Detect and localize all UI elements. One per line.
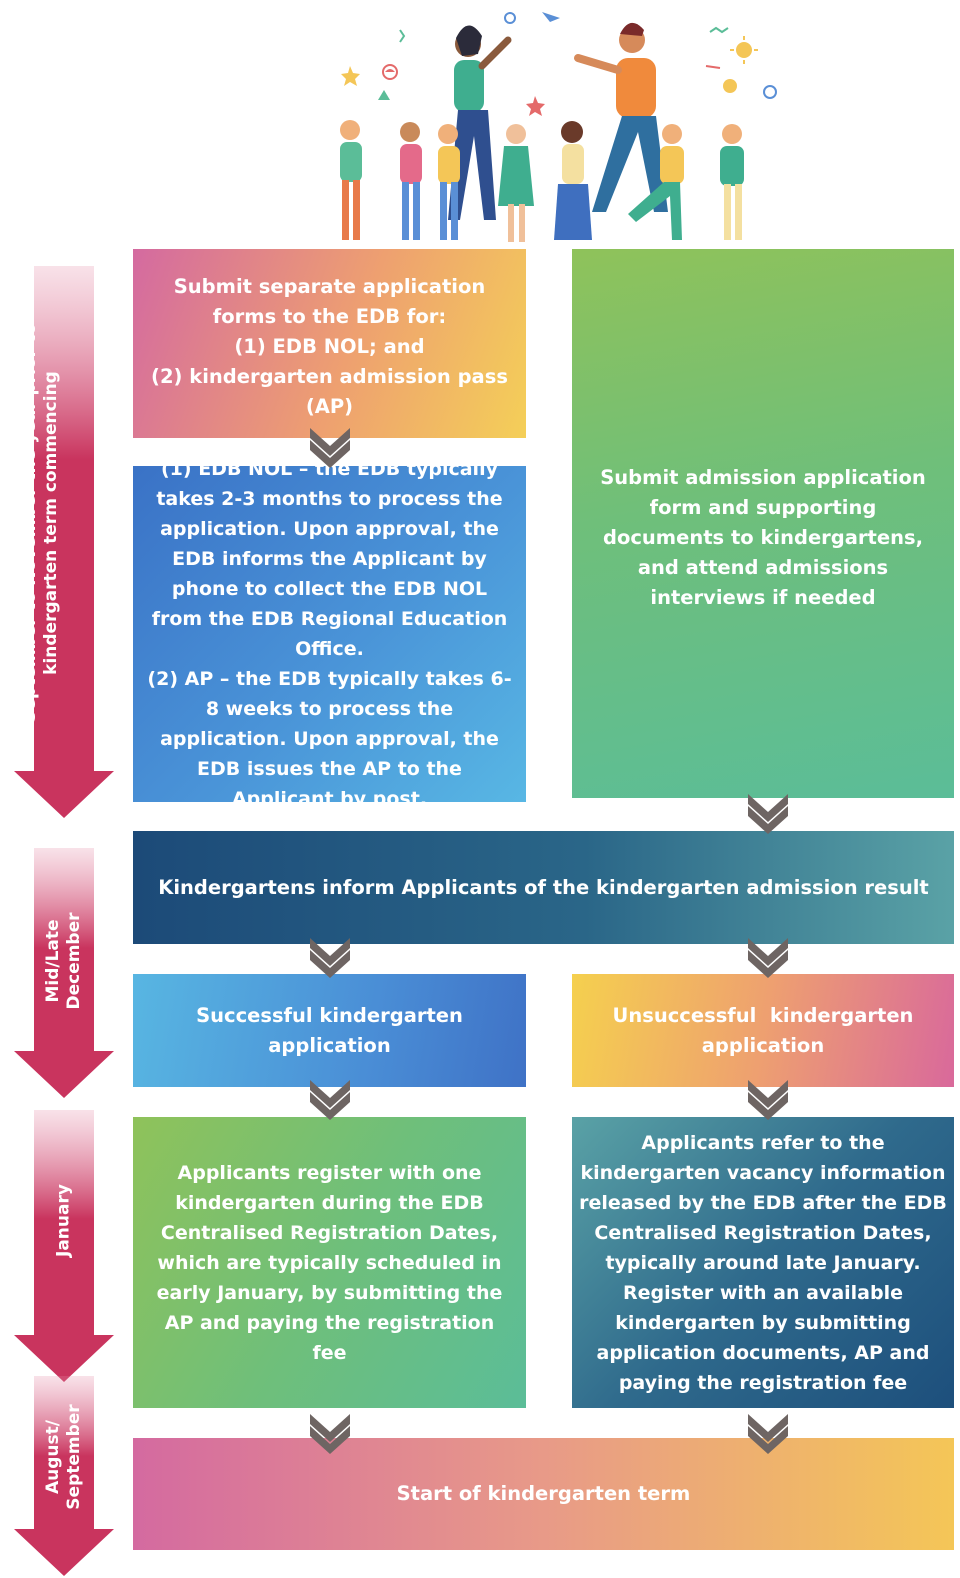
processing-box: (1) EDB NOL – the EDB typically takes 2-… bbox=[133, 458, 526, 810]
children-figures bbox=[340, 120, 744, 242]
man-figure bbox=[574, 22, 668, 212]
successful-text: Successful kindergarten application bbox=[196, 1003, 463, 1057]
children-teachers-illustration bbox=[340, 12, 777, 242]
chevron-down-icon bbox=[748, 938, 788, 978]
submit-forms-text: Submit separate application forms to the… bbox=[151, 274, 508, 418]
confetti-decoration bbox=[341, 12, 777, 116]
submit-admission-box: Submit admission application form and su… bbox=[572, 249, 954, 798]
timeline-label-aug-sep: August/September bbox=[43, 1404, 84, 1510]
chevron-down-icon bbox=[310, 938, 350, 978]
submit-forms-box: Submit separate application forms to the… bbox=[133, 249, 526, 438]
inform-result-box: Kindergartens inform Applicants of the k… bbox=[133, 831, 954, 944]
teacher-figure bbox=[448, 25, 512, 220]
submit-admission-text: Submit admission application form and su… bbox=[600, 466, 926, 609]
timeline-aug-sep: August/September bbox=[12, 1376, 116, 1576]
timeline-january: January bbox=[12, 1110, 116, 1382]
chevron-down-icon bbox=[748, 1414, 788, 1454]
inform-result-text: Kindergartens inform Applicants of the k… bbox=[158, 875, 929, 899]
vacancy-info-text: Applicants refer to the kindergarten vac… bbox=[579, 1131, 947, 1394]
successful-box: Successful kindergarten application bbox=[133, 974, 526, 1087]
processing-text: (1) EDB NOL – the EDB typically takes 2-… bbox=[147, 458, 512, 810]
chevron-down-icon bbox=[748, 794, 788, 834]
chevron-down-icon bbox=[310, 1080, 350, 1120]
chevron-down-icon bbox=[748, 1080, 788, 1120]
start-term-text: Start of kindergarten term bbox=[396, 1482, 691, 1505]
register-one-box: Applicants register with one kindergarte… bbox=[133, 1117, 526, 1408]
register-one-text: Applicants register with one kindergarte… bbox=[156, 1161, 503, 1364]
timeline-label-january: January bbox=[53, 1184, 74, 1257]
chevron-down-icon bbox=[310, 1414, 350, 1454]
vacancy-info-box: Applicants refer to the kindergarten vac… bbox=[572, 1117, 954, 1408]
unsuccessful-box: Unsuccessful kindergarten application bbox=[572, 974, 954, 1087]
start-term-box: Start of kindergarten term bbox=[133, 1438, 954, 1550]
chevron-down-icon bbox=[310, 428, 350, 468]
unsuccessful-text: Unsuccessful kindergarten application bbox=[612, 1003, 921, 1057]
